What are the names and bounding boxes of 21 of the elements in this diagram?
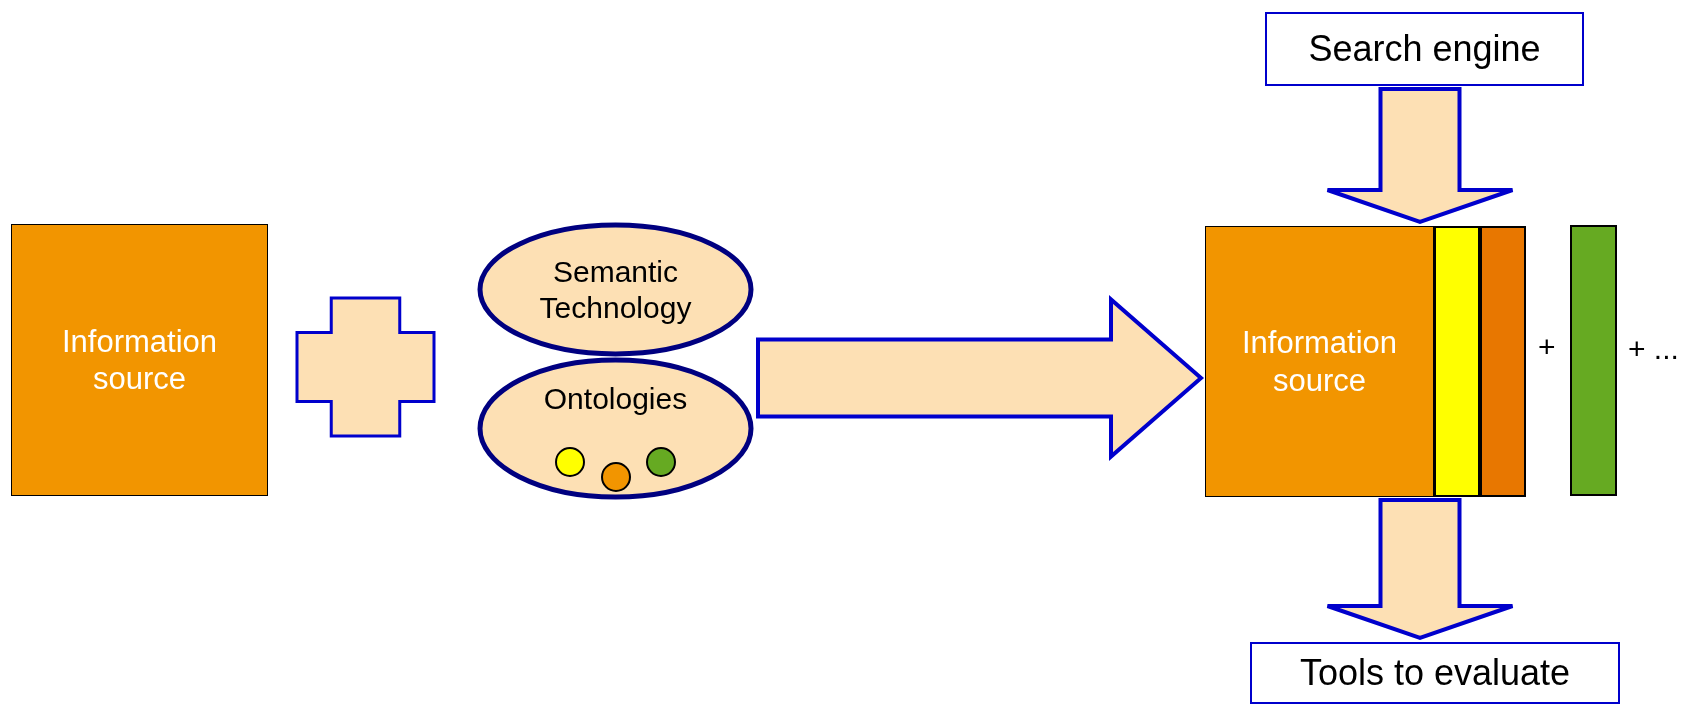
plus-shape xyxy=(297,298,434,436)
search-box xyxy=(1265,12,1584,86)
color-bar xyxy=(1480,226,1526,497)
node-label: Semantic Technology xyxy=(538,253,693,326)
color-bar xyxy=(1570,225,1617,496)
tools-box xyxy=(1250,642,1620,704)
node-label: Information source xyxy=(1240,324,1399,399)
plus-sign: + xyxy=(1538,330,1556,364)
block-arrow xyxy=(1325,498,1515,641)
block-arrow xyxy=(756,295,1205,461)
node-label: Search engine xyxy=(1308,27,1541,71)
color-bar xyxy=(1434,226,1480,497)
continuation-text: + ... xyxy=(1628,332,1679,366)
source-box xyxy=(1205,226,1434,497)
ellipse-node xyxy=(477,222,754,357)
node-label: Ontologies xyxy=(543,380,688,417)
node-label: Tools to evaluate xyxy=(1299,651,1571,695)
ellipse-node xyxy=(477,357,754,500)
node-label: Information source xyxy=(60,322,219,398)
block-arrow xyxy=(1325,87,1515,225)
source-box xyxy=(11,224,268,496)
